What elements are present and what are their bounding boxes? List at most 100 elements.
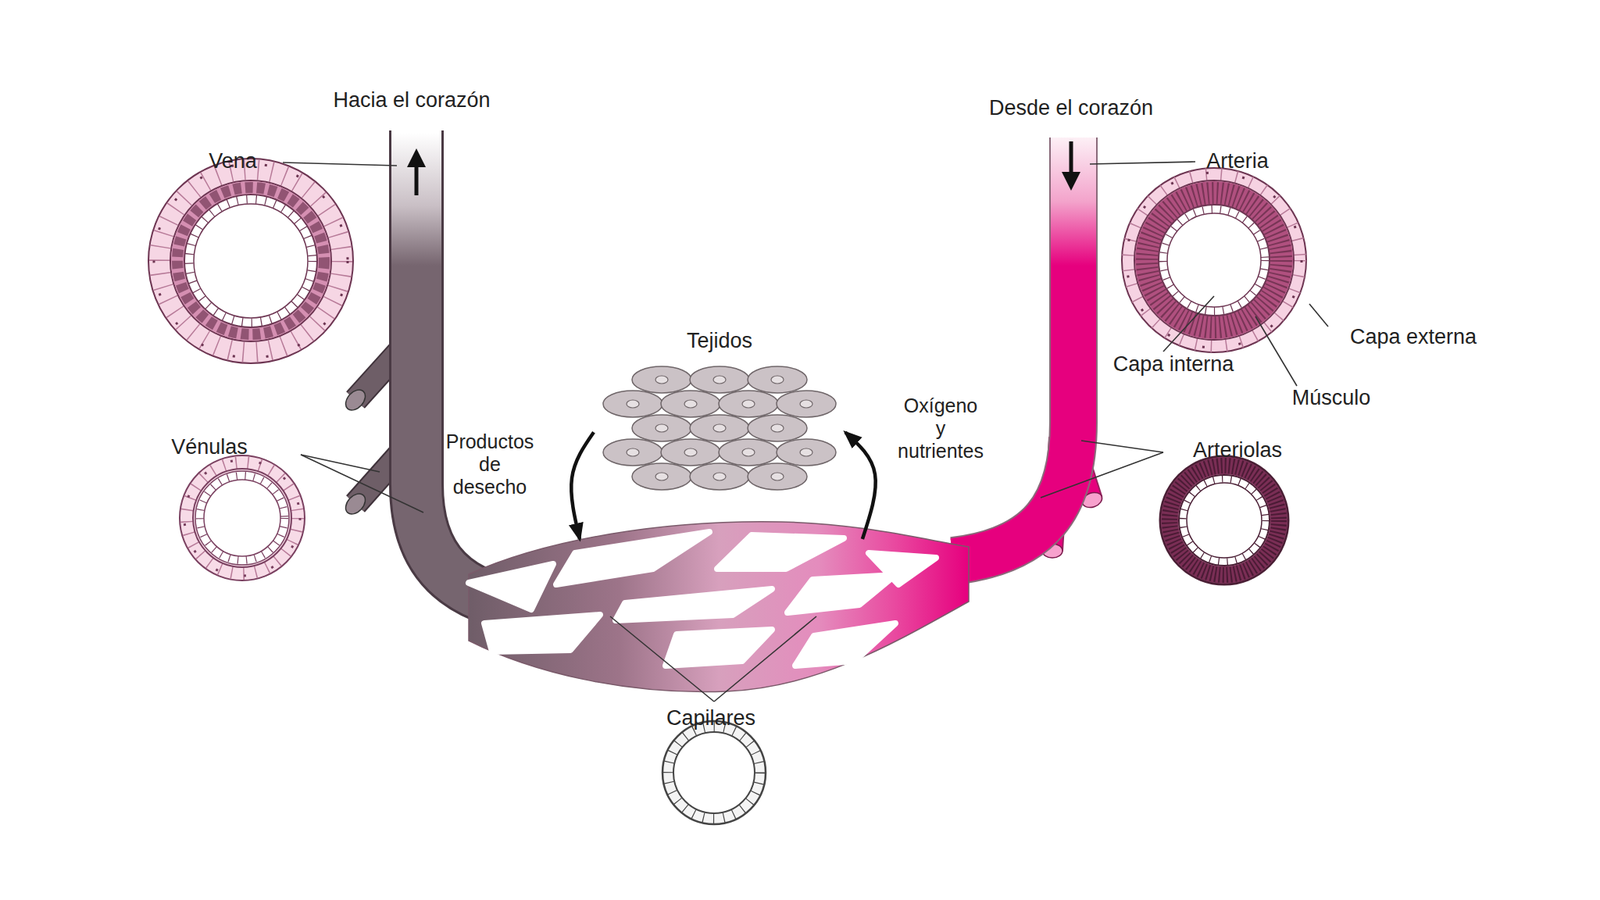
cell-body [689, 414, 750, 442]
tissue-cell [603, 439, 663, 466]
direction-label: Hacia el corazón [332, 87, 490, 113]
cell-body [603, 390, 663, 418]
artery-vessel [953, 137, 1074, 561]
venule-branch [342, 489, 370, 518]
flow-arrow [414, 164, 419, 196]
vein-cross-section [148, 158, 354, 364]
arteriole-cross-section [1160, 456, 1289, 585]
tissue-cluster: Tejidos [593, 328, 846, 497]
leader-line [300, 454, 380, 472]
tissue-cells [593, 328, 846, 497]
cell-body [718, 390, 779, 418]
tissue-cell [632, 463, 692, 490]
vein-cross-section [189, 199, 313, 323]
capillary-mesh [787, 575, 896, 613]
leader-line [1309, 303, 1329, 327]
arteriole-cross-section [1178, 475, 1270, 566]
cell-nucleus [655, 472, 668, 481]
tissue-cell [776, 390, 836, 418]
cell-body [747, 414, 808, 442]
cell-nucleus [626, 400, 640, 408]
capillary-mesh [795, 623, 896, 666]
arteriole-cross-section [1169, 465, 1279, 575]
tissue-cell [660, 439, 721, 466]
cell-nucleus [771, 424, 784, 433]
cell-nucleus [742, 400, 755, 408]
cell-body [632, 463, 692, 490]
capillary-mesh [468, 521, 969, 693]
cell-nucleus [771, 472, 784, 481]
capillary-cross-section [662, 721, 766, 825]
cell-nucleus [713, 375, 726, 384]
venule-cross-section [186, 462, 298, 574]
layer-label: Capa externa [1350, 324, 1477, 350]
vessel-label: Vénulas [171, 434, 248, 460]
layer-label: Capa interna [1113, 351, 1235, 377]
cell-body [776, 390, 836, 418]
capillary-mesh [484, 614, 600, 652]
flow-arrow [571, 432, 594, 540]
leader-line [1255, 316, 1297, 386]
vein-cross-section [184, 194, 318, 328]
venule-cross-section [192, 468, 292, 568]
cell-nucleus [800, 448, 813, 457]
cell-body [660, 390, 721, 418]
cell-nucleus [684, 448, 697, 457]
leader-line [610, 616, 715, 702]
leader-line [714, 616, 817, 702]
artery-vessel [953, 137, 1074, 561]
cell-body [689, 366, 750, 393]
cell-body [747, 366, 808, 393]
capillary-network: Capilares [437, 539, 985, 731]
venule-cross-section [179, 455, 305, 581]
flow-arrow [407, 148, 426, 168]
flow-label: Productos de desecho [446, 430, 535, 498]
leader-line [300, 454, 424, 513]
tissue-cell [689, 463, 750, 490]
capillary-cross-section [673, 732, 755, 814]
tissue-cell [776, 439, 836, 466]
vein-cross-section [159, 169, 343, 353]
vein-cross-section [177, 187, 325, 335]
vein-vessel [416, 130, 532, 608]
node-heading: Capilares [666, 705, 756, 731]
leader-line [1163, 296, 1215, 352]
flow-arrow [1069, 141, 1074, 174]
cell-nucleus [742, 448, 755, 457]
artery-vessel [953, 137, 1074, 561]
cell-body [776, 439, 836, 466]
capillary-mesh [468, 564, 554, 610]
artery-cross-section [1121, 167, 1307, 353]
tissue-cell [747, 463, 808, 490]
cell-nucleus [626, 448, 640, 457]
cell-nucleus [684, 400, 697, 408]
artery-cross-section [1167, 213, 1261, 308]
venule-cross-section [195, 471, 290, 565]
arteriole-cross-section [1182, 478, 1266, 562]
arteriole-cross-section [1160, 456, 1289, 585]
tissue-cell [689, 366, 750, 393]
capillary-mesh [717, 535, 844, 569]
cell-nucleus [800, 400, 813, 408]
cell-body [689, 463, 750, 490]
vein-cross-section [148, 158, 354, 364]
artery-cross-section [1163, 209, 1265, 311]
tissue-cell [632, 366, 692, 393]
venule-cross-section [203, 479, 281, 557]
leader-line [1081, 440, 1164, 453]
tissue-cell [747, 366, 808, 393]
capillary-mesh [615, 589, 772, 621]
node-heading: Tejidos [686, 328, 753, 354]
vein-vessel [416, 130, 532, 608]
arteriole-cross-section [1186, 482, 1262, 558]
cell-nucleus [655, 375, 668, 384]
capillary-mesh [468, 532, 936, 666]
vein-cross-section [153, 164, 348, 358]
cell-body [603, 439, 663, 466]
capillary-mesh [665, 629, 772, 666]
cell-body [632, 414, 692, 442]
vessel-label: Arteriolas [1192, 437, 1283, 463]
tissue-cell [747, 414, 808, 442]
